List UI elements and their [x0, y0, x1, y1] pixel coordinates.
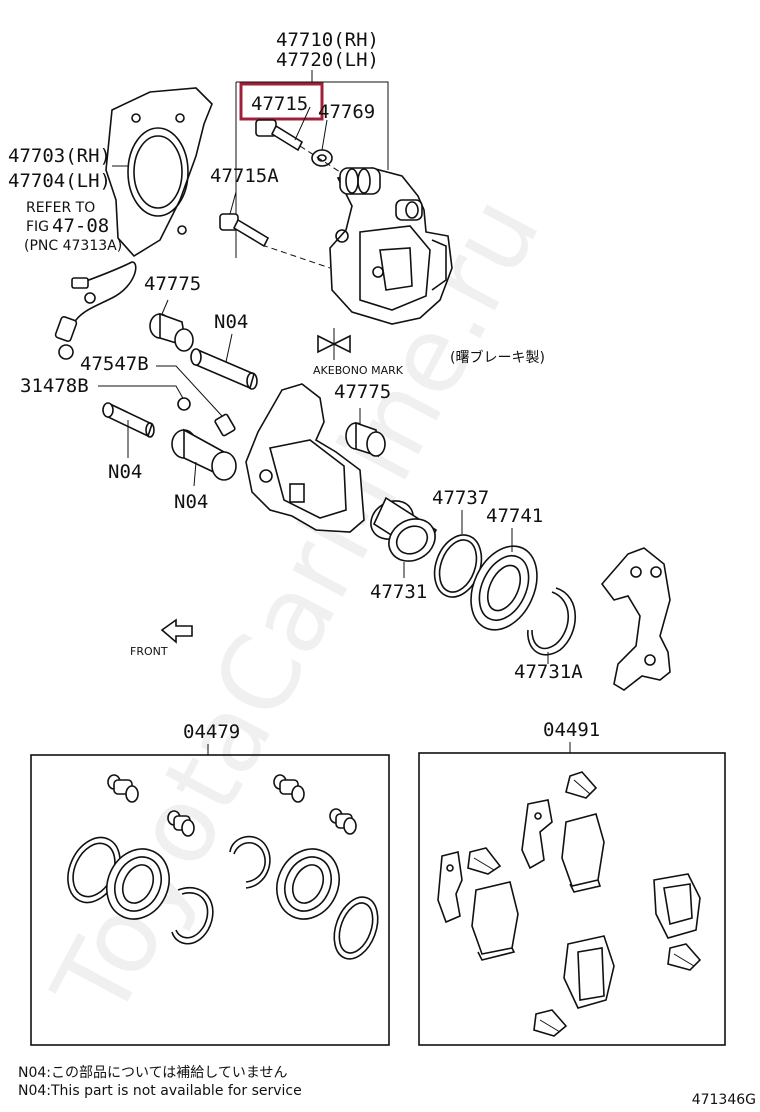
- kit-clip-1: [565, 771, 598, 799]
- kit-clip-3: [667, 943, 702, 971]
- label-n04-left[interactable]: N04: [108, 461, 142, 483]
- label-refer-fig[interactable]: 47-08: [52, 215, 109, 237]
- diagram-code: 471346G: [691, 1092, 756, 1108]
- label-shield-rh[interactable]: 47703(RH): [8, 145, 111, 167]
- brake-hose-shape: [54, 261, 137, 360]
- label-assy-lh[interactable]: 47720(LH): [276, 49, 379, 71]
- piston-shape: [370, 496, 438, 578]
- kit-right-box: [418, 752, 726, 1046]
- kit-boot-small-3: [167, 810, 195, 837]
- kit-pad-2: [471, 881, 519, 961]
- kit-left-box: [30, 754, 390, 1046]
- kit-boot-small-4: [329, 808, 357, 835]
- akebono-mark-icon: [317, 328, 351, 360]
- bleeder-shape: [98, 365, 236, 437]
- label-bolt-a[interactable]: 47715A: [210, 165, 279, 187]
- label-bleeder[interactable]: 47547B: [80, 353, 149, 375]
- label-boot-piston[interactable]: 47741: [486, 505, 543, 527]
- label-maker-note: (曙ブレーキ製): [450, 349, 545, 366]
- caliper-assembly-shape: [329, 167, 453, 325]
- kit-pad-1: [561, 813, 605, 893]
- lower-pin-shape: [102, 402, 155, 458]
- label-seal[interactable]: 47737: [432, 487, 489, 509]
- label-cap[interactable]: 31478B: [20, 375, 89, 397]
- label-washer[interactable]: 47769: [318, 101, 375, 123]
- label-akebono-mark: AKEBONO MARK: [313, 364, 404, 377]
- kit-clip-2: [467, 847, 502, 875]
- label-ring[interactable]: 47731A: [514, 661, 583, 683]
- bolt-47715-shape: [255, 106, 311, 152]
- kit-pad-3: [653, 873, 701, 939]
- kit-clip-4: [533, 1009, 568, 1037]
- boot-upper-shape: [149, 299, 194, 352]
- label-kit-right[interactable]: 04491: [543, 719, 600, 741]
- front-arrow-icon: [160, 618, 193, 644]
- footer-note-en: N04:This part is not available for servi…: [18, 1083, 302, 1099]
- label-assy-rh[interactable]: 47710(RH): [276, 29, 379, 51]
- caliper-bracket-shape: [245, 383, 365, 533]
- mounting-bracket-shape: [600, 547, 671, 691]
- washer-shape: [311, 119, 333, 167]
- kit-shim-2: [437, 851, 463, 924]
- label-shield-lh[interactable]: 47704(LH): [8, 170, 111, 192]
- dash-line-a: [261, 244, 331, 269]
- dash-line-b: [299, 145, 341, 173]
- footer-note-jp: N04:この部品については補給していません: [18, 1065, 288, 1081]
- boot-piston-shape: [470, 528, 538, 631]
- kit-shim-1: [521, 799, 553, 870]
- label-n04-pin[interactable]: N04: [214, 311, 248, 333]
- bushing-shape: [171, 428, 237, 487]
- kit-boot-small-1: [107, 774, 139, 803]
- boot-lower-shape: [345, 408, 386, 458]
- ring-shape: [527, 587, 577, 664]
- highlight-box: [239, 82, 324, 121]
- label-bolt-47715[interactable]: 47715: [251, 93, 308, 115]
- label-kit-left[interactable]: 04479: [183, 721, 240, 743]
- kit-right-parts: [437, 771, 702, 1037]
- label-front: FRONT: [130, 645, 168, 658]
- label-boot-lower[interactable]: 47775: [334, 381, 391, 403]
- label-refer-pnc: (PNC 47313A): [24, 238, 122, 254]
- dust-shield-shape: [105, 87, 213, 258]
- slide-pin-shape: [190, 333, 258, 390]
- label-piston[interactable]: 47731: [370, 581, 427, 603]
- label-refer-fig-prefix: FIG: [26, 219, 49, 235]
- kit-left-parts: [67, 774, 379, 960]
- kit-pad-4: [563, 935, 615, 1009]
- bolt-a-shape: [219, 191, 270, 248]
- label-n04-bushing[interactable]: N04: [174, 491, 208, 513]
- label-boot-upper[interactable]: 47775: [144, 273, 201, 295]
- label-refer-to: REFER TO: [26, 200, 95, 216]
- kit-boot-small-2: [273, 774, 305, 803]
